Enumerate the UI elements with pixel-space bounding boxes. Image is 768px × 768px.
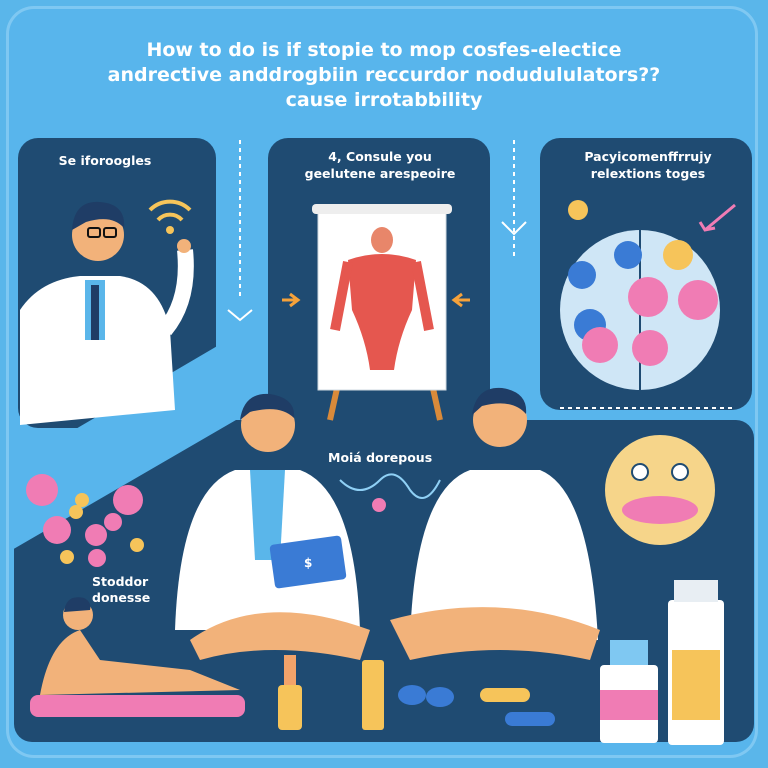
pill (568, 200, 588, 220)
infographic-title: How to do is if stopie to mop cosfes-ele… (60, 38, 708, 113)
chevron-down-icon (501, 221, 527, 236)
muscle-figure-head (371, 227, 393, 253)
capsule (505, 712, 555, 726)
wifi-icon (148, 199, 192, 222)
title-line-2: andrective anddrogbiin reccurdor nodudul… (107, 64, 661, 86)
pill (678, 280, 718, 320)
bottle (362, 660, 384, 730)
muscle-figure-arms (330, 261, 434, 331)
chevron-down-icon (227, 309, 253, 322)
doctor-right-head (473, 393, 527, 447)
pill (43, 516, 71, 544)
mat (30, 695, 245, 717)
title-line-3: cause irrotabbility (285, 89, 483, 111)
arrow-icon (698, 203, 736, 232)
pill (663, 240, 693, 270)
panel-consult-label: 4, Consule you geelutene arespeoire (275, 148, 485, 182)
doctor-arm (158, 249, 194, 336)
panel-consult-line-2: geelutene arespeoire (304, 166, 456, 181)
pill (113, 485, 143, 515)
left-label-line-1: Stoddor (92, 574, 149, 589)
arrow-left-icon (451, 292, 470, 308)
pill (582, 327, 618, 363)
panel-pills-line-2: relextions toges (590, 166, 706, 181)
doctor-coat (20, 276, 175, 425)
bottle (278, 685, 302, 730)
pill (568, 261, 596, 289)
pill (26, 474, 58, 506)
left-label-line-2: donesse (92, 590, 151, 605)
capsule (480, 688, 530, 702)
pill (426, 687, 454, 707)
glasses-icon (87, 227, 101, 238)
left-label: Stoddor donesse (92, 574, 150, 606)
pill (398, 685, 426, 705)
irritated-face-icon (605, 435, 715, 545)
stethoscope-connection-icon (339, 473, 441, 499)
muscle-figure-body (348, 254, 416, 370)
arrow-right-icon (282, 292, 301, 308)
panel-consult-line-1: 4, Consule you (328, 149, 432, 164)
doctor-right-coat (410, 470, 598, 640)
doctor-tie (91, 285, 99, 340)
pill (628, 277, 668, 317)
doctor-left-legs (190, 612, 370, 660)
pill (614, 241, 642, 269)
tablet-symbol: $ (304, 556, 312, 570)
panel-pills-label: Pacyicomenffrrujy relextions toges (548, 148, 748, 182)
doctor-left-head (241, 398, 295, 452)
panel-pills-line-1: Pacyicomenffrrujy (584, 149, 712, 164)
center-label: Moiá dorepous (328, 450, 433, 465)
pill (632, 330, 668, 366)
panel-doctor-label: Se iforoogles (58, 153, 152, 168)
title-line-1: How to do is if stopie to mop cosfes-ele… (146, 39, 622, 61)
reclining-man (40, 630, 240, 695)
tablet (269, 535, 347, 589)
doctor-right-legs (390, 607, 600, 660)
doctor-hand (177, 239, 191, 253)
doctor-hair (72, 201, 125, 230)
